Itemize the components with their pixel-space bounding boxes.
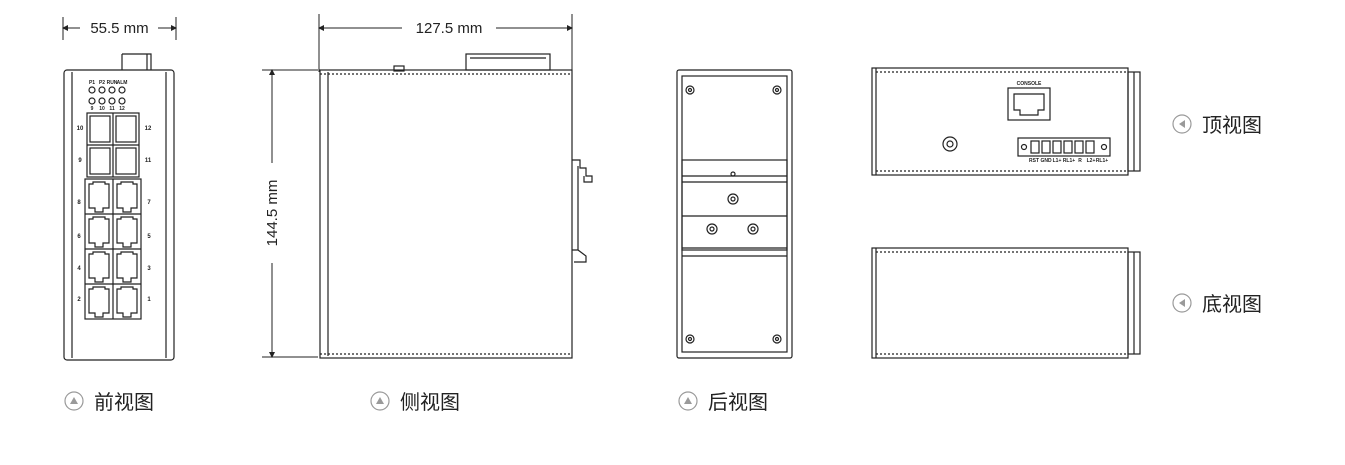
port-number: 7: [147, 200, 151, 206]
front-view-label: 前视图: [94, 390, 154, 414]
port-number: 5: [147, 234, 151, 240]
port-number: 4: [77, 266, 81, 272]
terminal-label: RL1+: [1063, 158, 1075, 164]
terminal-label: R: [1078, 158, 1082, 164]
front-view-caption: 前视图: [64, 386, 154, 415]
led-label: 9: [91, 106, 94, 112]
triangle-up-circle-icon: [370, 390, 390, 411]
port-number: 10: [77, 126, 84, 132]
port-number: 9: [78, 158, 82, 164]
side-view-caption: 侧视图: [370, 386, 460, 415]
led-label: RUN: [107, 80, 118, 86]
port-number: 12: [145, 126, 152, 132]
terminal-label: L1+: [1053, 158, 1062, 164]
bottom-view-label: 底视图: [1202, 292, 1262, 316]
terminal-label: RST: [1029, 158, 1039, 164]
terminal-label: L2+: [1087, 158, 1096, 164]
led-label: P2: [99, 80, 105, 86]
triangle-up-circle-icon: [64, 390, 84, 411]
led-label: 10: [99, 106, 105, 112]
front-view-drawing: [62, 17, 177, 361]
led-label: P1: [89, 80, 95, 86]
led-label: 12: [119, 106, 125, 112]
port-number: 6: [77, 234, 81, 240]
top-view-drawing: [871, 67, 1141, 176]
triangle-left-circle-icon: [1172, 113, 1192, 134]
side-view-drawing: [262, 14, 593, 359]
top-view-caption: 顶视图: [1172, 109, 1262, 138]
port-number: 1: [147, 297, 151, 303]
led-label: 11: [109, 106, 115, 112]
port-number: 11: [145, 158, 152, 164]
top-view-label: 顶视图: [1202, 113, 1262, 137]
width-dimension: 55.5 mm: [90, 20, 148, 37]
console-label: CONSOLE: [1017, 81, 1042, 87]
port-number: 3: [147, 266, 151, 272]
terminal-label: RL1+: [1096, 158, 1108, 164]
back-view-drawing: [676, 69, 793, 359]
led-label: ALM: [117, 80, 128, 86]
port-number: 8: [77, 200, 81, 206]
depth-dimension: 127.5 mm: [416, 20, 483, 37]
back-view-caption: 后视图: [678, 386, 768, 415]
triangle-left-circle-icon: [1172, 292, 1192, 313]
port-number: 2: [77, 297, 81, 303]
triangle-up-circle-icon: [678, 390, 698, 411]
back-view-label: 后视图: [708, 390, 768, 414]
terminal-label: GND: [1040, 158, 1052, 164]
side-view-label: 侧视图: [400, 390, 460, 414]
bottom-view-caption: 底视图: [1172, 288, 1262, 317]
bottom-view-drawing: [871, 247, 1141, 359]
height-dimension: 144.5 mm: [264, 180, 281, 247]
